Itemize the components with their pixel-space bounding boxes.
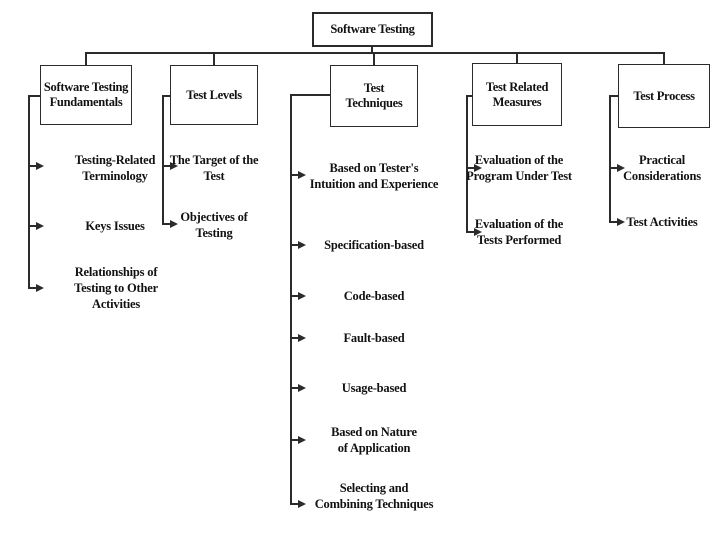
arrow-right-icon — [468, 164, 483, 172]
arrow-head-icon — [474, 164, 482, 172]
arrow-shaft — [292, 244, 298, 246]
connector-rail-test-process — [609, 95, 611, 223]
connector-stub-test-process — [609, 95, 618, 97]
arrow-right-icon — [164, 220, 179, 228]
arrow-shaft — [30, 225, 36, 227]
arrow-right-icon — [292, 334, 307, 342]
arrow-right-icon — [30, 162, 45, 170]
arrow-head-icon — [298, 171, 306, 179]
leaf-relationships-of-testing: Relationships of Testing to Other Activi… — [74, 265, 158, 311]
leaf-based-on-testers-intuition: Based on Tester's Intuition and Experien… — [309, 161, 439, 191]
arrow-head-icon — [170, 162, 178, 170]
leaf-selecting-and-combining-techniques: Selecting and Combining Techniques — [314, 481, 434, 511]
root-node-software-testing: Software Testing — [312, 12, 433, 47]
arrow-shaft — [611, 221, 617, 223]
branch-label: Test Techniques — [345, 81, 403, 110]
arrow-shaft — [30, 287, 36, 289]
arrow-right-icon — [292, 292, 307, 300]
arrow-head-icon — [36, 222, 44, 230]
leaf-specification-based: Specification-based — [324, 238, 424, 252]
arrow-shaft — [292, 295, 298, 297]
leaf-keys-issues: Keys Issues — [85, 219, 145, 233]
leaf-test-activities: Test Activities — [626, 215, 698, 229]
connector-root-stem — [371, 47, 373, 53]
arrow-head-icon — [298, 241, 306, 249]
branch-box-software-testing-fundamentals: Software Testing Fundamentals — [40, 65, 132, 125]
arrow-right-icon — [292, 241, 307, 249]
connector-main-horizontal — [85, 52, 665, 54]
branch-box-test-related-measures: Test Related Measures — [472, 63, 562, 126]
arrow-head-icon — [36, 284, 44, 292]
leaf-based-on-nature-of-application: Based on Nature of Application — [331, 425, 417, 455]
arrow-right-icon — [611, 218, 626, 226]
arrow-head-icon — [170, 220, 178, 228]
arrow-shaft — [164, 165, 170, 167]
arrow-right-icon — [164, 162, 179, 170]
branch-box-test-techniques: Test Techniques — [330, 65, 418, 127]
connector-drop-test-techniques — [373, 52, 375, 65]
arrow-head-icon — [298, 334, 306, 342]
leaf-target-of-the-test: The Target of the Test — [169, 153, 259, 183]
arrow-head-icon — [298, 500, 306, 508]
arrow-shaft — [468, 167, 474, 169]
branch-box-test-process: Test Process — [618, 64, 710, 128]
leaf-evaluation-tests-performed: Evaluation of the Tests Performed — [474, 217, 564, 247]
arrow-shaft — [292, 337, 298, 339]
arrow-right-icon — [292, 171, 307, 179]
arrow-right-icon — [611, 164, 626, 172]
connector-stub-test-levels — [162, 95, 170, 97]
arrow-shaft — [292, 174, 298, 176]
leaf-objectives-of-testing: Objectives of Testing — [180, 210, 248, 240]
connector-stub-fundamentals — [28, 95, 40, 97]
leaf-code-based: Code-based — [343, 289, 405, 303]
connector-rail-test-techniques — [290, 94, 292, 505]
arrow-head-icon — [474, 228, 482, 236]
arrow-right-icon — [30, 222, 45, 230]
root-node-label: Software Testing — [330, 22, 415, 36]
connector-rail-fundamentals — [28, 95, 30, 289]
arrow-head-icon — [36, 162, 44, 170]
arrow-right-icon — [292, 500, 307, 508]
leaf-usage-based: Usage-based — [341, 381, 407, 395]
connector-rail-test-levels — [162, 95, 164, 225]
arrow-right-icon — [468, 228, 483, 236]
arrow-shaft — [164, 223, 170, 225]
connector-drop-test-levels — [213, 52, 215, 65]
connector-drop-test-related-measures — [516, 52, 518, 65]
arrow-head-icon — [298, 436, 306, 444]
arrow-right-icon — [292, 436, 307, 444]
arrow-shaft — [292, 503, 298, 505]
branch-label: Test Related Measures — [485, 79, 549, 109]
arrow-shaft — [30, 165, 36, 167]
arrow-right-icon — [292, 384, 307, 392]
branch-label: Software Testing Fundamentals — [43, 80, 129, 109]
arrow-shaft — [611, 167, 617, 169]
leaf-fault-based: Fault-based — [343, 331, 405, 345]
arrow-head-icon — [617, 164, 625, 172]
arrow-head-icon — [298, 384, 306, 392]
branch-box-test-levels: Test Levels — [170, 65, 258, 125]
arrow-head-icon — [617, 218, 625, 226]
leaf-testing-related-terminology: Testing-Related Terminology — [74, 153, 156, 183]
arrow-shaft — [292, 439, 298, 441]
connector-stub-test-related-measures — [466, 95, 472, 97]
arrow-shaft — [292, 387, 298, 389]
arrow-head-icon — [298, 292, 306, 300]
connector-drop-fundamentals — [85, 52, 87, 65]
leaf-evaluation-program-under-test: Evaluation of the Program Under Test — [466, 153, 572, 183]
connector-drop-test-process — [663, 52, 665, 65]
leaf-practical-considerations: Practical Considerations — [623, 153, 701, 183]
arrow-shaft — [468, 231, 474, 233]
connector-stub-test-techniques — [290, 94, 330, 96]
branch-label: Test Process — [633, 88, 695, 103]
branch-label: Test Levels — [186, 87, 242, 102]
arrow-right-icon — [30, 284, 45, 292]
connector-rail-test-related-measures — [466, 95, 468, 233]
